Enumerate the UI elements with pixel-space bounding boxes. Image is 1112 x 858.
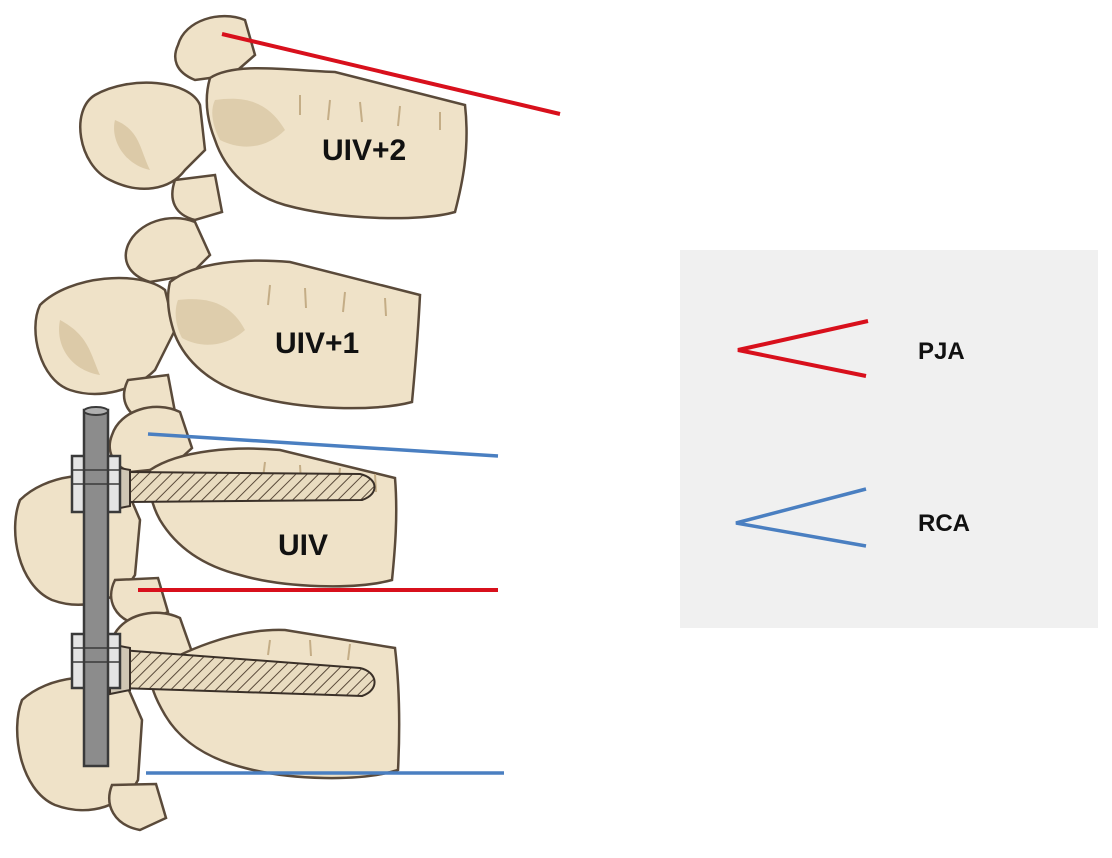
vertebral-body bbox=[205, 67, 468, 220]
rod-top bbox=[83, 406, 109, 416]
vertebral-body bbox=[148, 628, 401, 780]
bone-shading bbox=[114, 120, 150, 170]
bone-texture bbox=[267, 284, 387, 317]
pja-angle-icon bbox=[737, 319, 869, 378]
vertebral-body bbox=[166, 259, 422, 410]
bone-shading bbox=[212, 98, 285, 147]
superior-articular-process bbox=[174, 15, 257, 82]
superior-articular-process bbox=[124, 216, 212, 284]
legend-label-pja: PJA bbox=[918, 338, 965, 365]
vertebra-uiv-plus-2: UIV+2 bbox=[79, 15, 468, 222]
pja-line-upper bbox=[221, 32, 561, 116]
superior-articular-process bbox=[108, 405, 194, 474]
vertebral-body bbox=[148, 447, 398, 588]
legend-label-rca: RCA bbox=[918, 510, 970, 537]
vertebra-uiv-plus-1: UIV+1 bbox=[34, 216, 422, 424]
bone-texture bbox=[267, 639, 351, 661]
rod-assembly bbox=[70, 406, 122, 768]
bone-shading bbox=[59, 320, 100, 375]
bone-shading bbox=[175, 299, 245, 345]
rca-angle-icon bbox=[735, 487, 867, 548]
bone-texture bbox=[299, 95, 441, 130]
vertebra-label-uiv-plus-1: UIV+1 bbox=[275, 327, 359, 360]
legend: PJA RCA bbox=[680, 250, 1098, 628]
posterior-element bbox=[79, 81, 207, 190]
legend-box bbox=[680, 250, 1098, 628]
legend-item-pja: PJA bbox=[737, 319, 965, 378]
inferior-articular-process bbox=[171, 173, 224, 222]
vertebra-label-uiv-plus-2: UIV+2 bbox=[322, 134, 406, 167]
vertebra-label-uiv: UIV bbox=[278, 529, 328, 562]
inferior-articular-process bbox=[108, 782, 168, 832]
rca-line-upper bbox=[147, 432, 499, 458]
legend-item-rca: RCA bbox=[735, 487, 970, 548]
fixation-rod bbox=[82, 408, 110, 768]
vertebra-uiv: UIV bbox=[13, 405, 398, 627]
